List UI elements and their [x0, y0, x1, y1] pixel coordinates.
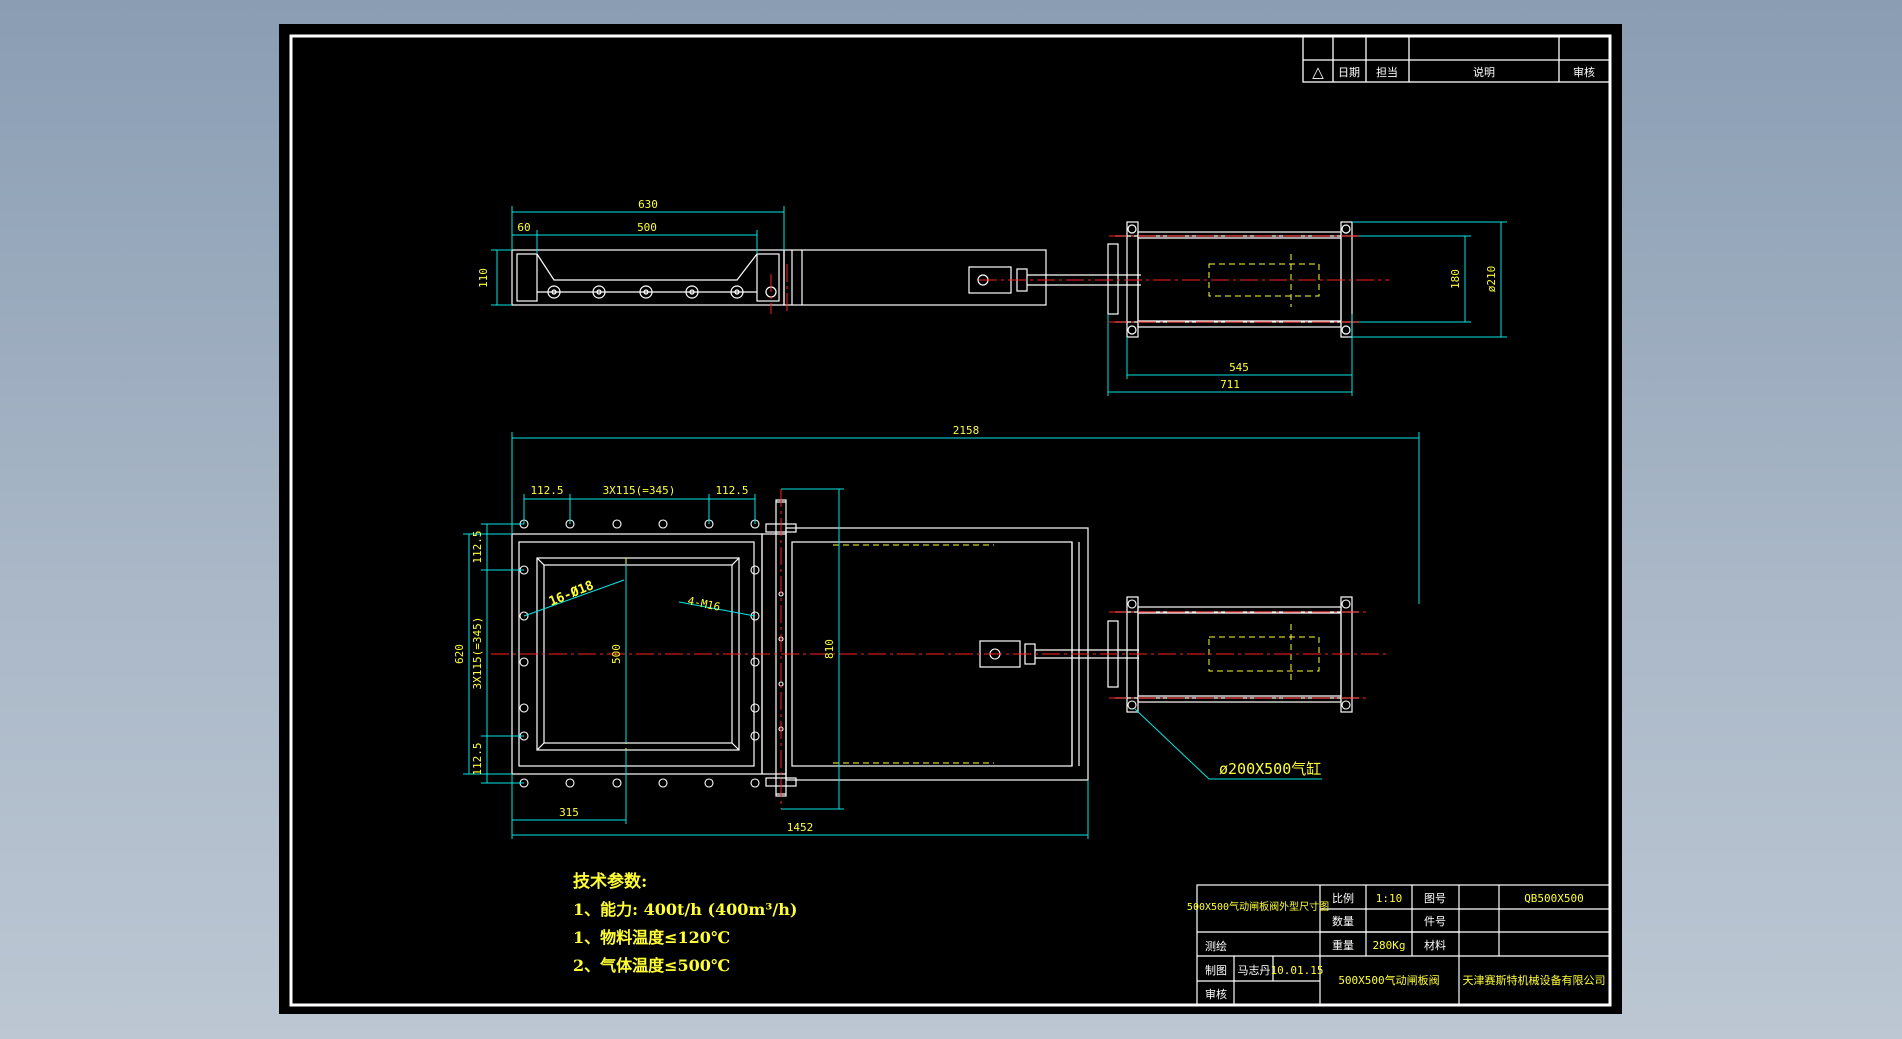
dim-110: 110 [477, 268, 490, 288]
callout-4-m16: 4-M16 [686, 594, 721, 614]
dim-bolt-pitch-v: 3X115(=345) [471, 617, 484, 690]
callout-cylinder: ø200X500气缸 [1219, 760, 1321, 778]
title-drawing-name: 500X500气动闸板阀外型尺寸图 [1187, 900, 1329, 913]
tech-params: 技术参数: 1、能力: 400t/h (400m³/h) 1、物料温度≤120℃… [573, 871, 797, 975]
revision-header-owner: 担当 [1376, 65, 1398, 79]
cad-viewport[interactable]: △ 日期 担当 说明 审核 [279, 24, 1622, 1014]
dim-bolt-pitch-h: 3X115(=345) [603, 484, 676, 497]
top-view-dimension-lines [491, 206, 1507, 396]
tech-param-material-temp: 1、物料温度≤120℃ [573, 928, 730, 947]
dim-112-5-right: 112.5 [715, 484, 748, 497]
title-survey-label: 测绘 [1205, 939, 1227, 953]
top-view: 630 60 500 110 545 711 180 ø210 [477, 198, 1507, 396]
front-view-body-outline [511, 499, 1353, 797]
title-reviewer-label: 审核 [1205, 987, 1227, 1001]
title-drawing-no-label: 图号 [1424, 892, 1446, 905]
dim-112-5-left: 112.5 [530, 484, 563, 497]
front-view-tie-rods [1115, 611, 1359, 699]
title-date: 10.01.15 [1271, 964, 1324, 977]
title-scale-value: 1:10 [1376, 892, 1403, 905]
revision-header-desc: 说明 [1473, 65, 1495, 79]
front-view: 2158 1452 315 112.5 3X115(=345) 112.5 62… [453, 424, 1420, 839]
dim-315: 315 [559, 806, 579, 819]
drawing-border [289, 34, 1612, 1007]
title-qty-label: 数量 [1332, 915, 1354, 928]
dim-60: 60 [517, 221, 530, 234]
dim-620: 620 [453, 644, 466, 664]
cad-drawing: △ 日期 担当 说明 审核 [289, 34, 1612, 1007]
title-product-name: 500X500气动闸板阀 [1338, 973, 1439, 987]
dim-112-5-top: 112.5 [471, 530, 484, 563]
top-view-tie-rods [1115, 235, 1359, 323]
title-drafter-name: 马志丹 [1238, 964, 1271, 977]
dim-810: 810 [823, 639, 836, 659]
revision-delta-symbol: △ [1312, 63, 1324, 81]
title-material-label: 材料 [1424, 938, 1446, 952]
title-part-no-label: 件号 [1424, 915, 1446, 928]
dim-500-top: 500 [637, 221, 657, 234]
top-view-centerlines [770, 235, 1389, 323]
title-weight-value: 280Kg [1372, 939, 1405, 952]
front-view-leaders [523, 579, 1322, 780]
dim-630: 630 [638, 198, 658, 211]
front-view-dimension-lines [463, 432, 1420, 839]
tech-params-title: 技术参数: [573, 871, 647, 892]
top-view-hidden-lines [1208, 254, 1320, 307]
revision-header-date: 日期 [1338, 66, 1360, 79]
dim-500-front: 500 [610, 644, 623, 664]
dim-1452: 1452 [787, 821, 814, 834]
title-scale-label: 比例 [1332, 891, 1354, 905]
title-company: 天津赛斯特机械设备有限公司 [1463, 973, 1606, 987]
dim-180: 180 [1449, 269, 1462, 289]
dim-112-5-bottom: 112.5 [471, 742, 484, 775]
dim-545: 545 [1229, 361, 1249, 374]
callout-16-holes: 16-Ø18 [547, 578, 596, 610]
tech-param-capacity: 1、能力: 400t/h (400m³/h) [573, 900, 797, 919]
dim-711: 711 [1220, 378, 1240, 391]
title-drawing-no-value: QB500X500 [1524, 892, 1584, 905]
revision-header-check: 审核 [1573, 65, 1595, 79]
dim-dia210: ø210 [1485, 266, 1498, 293]
revision-table [1302, 35, 1611, 83]
title-drafter-label: 制图 [1205, 964, 1227, 977]
title-weight-label: 重量 [1332, 938, 1354, 952]
tech-param-gas-temp: 2、气体温度≤500℃ [573, 956, 730, 975]
front-view-centerlines [491, 489, 1389, 809]
dim-2158: 2158 [953, 424, 980, 437]
title-block [1196, 884, 1611, 1006]
